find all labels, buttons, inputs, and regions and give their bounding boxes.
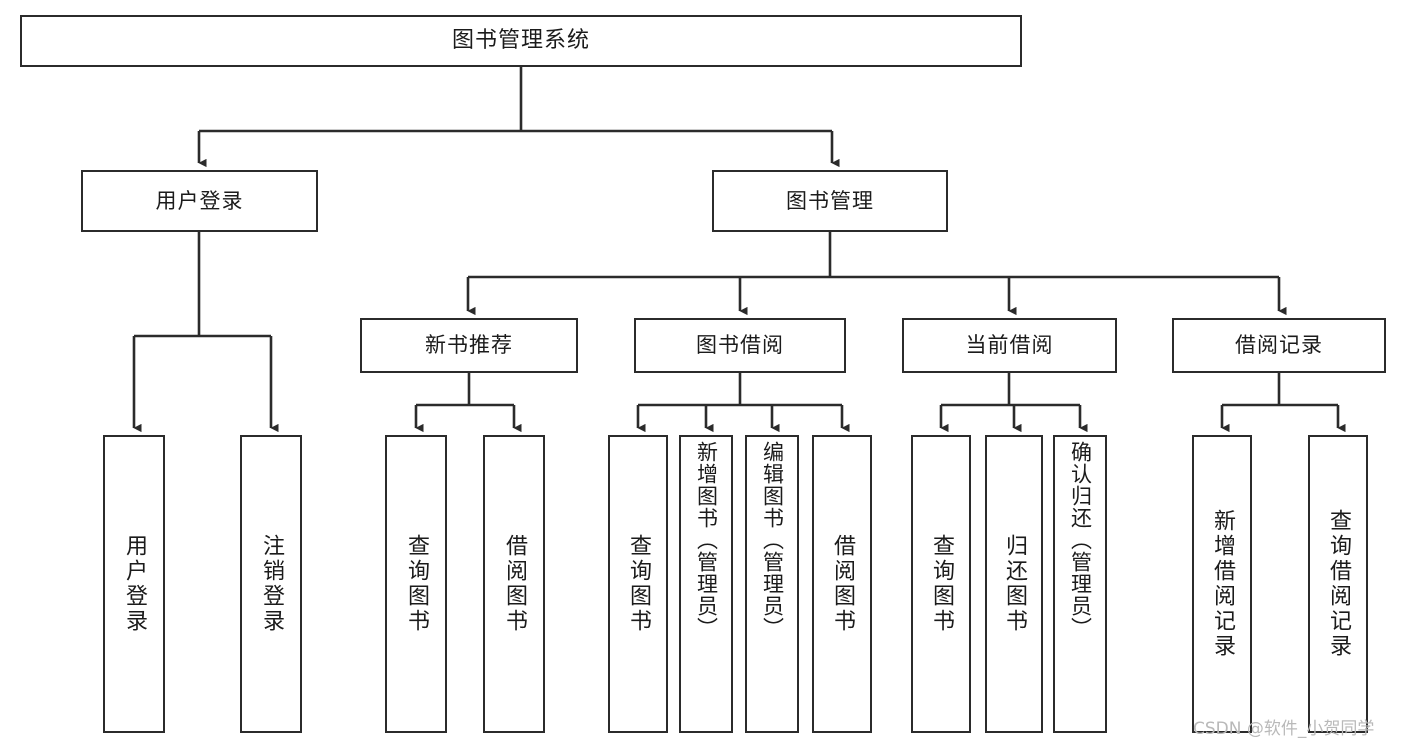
leaf-borrow-book-recommend[interactable]: 借阅图书 — [483, 435, 545, 733]
leaf-query-book-borrow[interactable]: 查询图书 — [608, 435, 668, 733]
node-current-borrow[interactable]: 当前借阅 — [902, 318, 1117, 373]
leaf-query-book-borrow-label: 查询图书 — [626, 534, 651, 634]
leaf-user-login[interactable]: 用户登录 — [103, 435, 165, 733]
leaf-query-book-current[interactable]: 查询图书 — [911, 435, 971, 733]
leaf-return-book[interactable]: 归还图书 — [985, 435, 1043, 733]
node-book-borrow-label: 图书借阅 — [696, 333, 784, 358]
leaf-confirm-return-admin[interactable]: 确认归还（管理员） — [1053, 435, 1107, 733]
leaf-borrow-book[interactable]: 借阅图书 — [812, 435, 872, 733]
node-borrow-records-label: 借阅记录 — [1235, 333, 1323, 358]
node-book-management-label: 图书管理 — [786, 188, 874, 213]
leaf-add-borrow-record[interactable]: 新增借阅记录 — [1192, 435, 1252, 733]
node-user-login-label: 用户登录 — [155, 188, 244, 213]
node-user-login[interactable]: 用户登录 — [81, 170, 318, 232]
leaf-add-book-admin[interactable]: 新增图书（管理员） — [679, 435, 733, 733]
leaf-borrow-book-recommend-label: 借阅图书 — [502, 534, 527, 634]
node-borrow-records[interactable]: 借阅记录 — [1172, 318, 1386, 373]
leaf-query-book-current-label: 查询图书 — [929, 534, 954, 634]
leaf-user-logout-label: 注销登录 — [259, 534, 284, 634]
leaf-query-borrow-record[interactable]: 查询借阅记录 — [1308, 435, 1368, 733]
leaf-return-book-label: 归还图书 — [1002, 534, 1027, 634]
node-current-borrow-label: 当前借阅 — [965, 333, 1054, 358]
node-book-management[interactable]: 图书管理 — [712, 170, 948, 232]
node-root[interactable]: 图书管理系统 — [20, 15, 1022, 67]
leaf-query-book-recommend[interactable]: 查询图书 — [385, 435, 447, 733]
leaf-user-logout[interactable]: 注销登录 — [240, 435, 302, 733]
node-new-book-recommend-label: 新书推荐 — [425, 333, 513, 358]
leaf-query-borrow-record-label: 查询借阅记录 — [1326, 509, 1351, 659]
csdn-watermark: CSDN @软件_小贺同学 — [1193, 719, 1375, 739]
node-root-label: 图书管理系统 — [451, 28, 590, 54]
leaf-borrow-book-label: 借阅图书 — [830, 534, 855, 634]
leaf-user-login-label: 用户登录 — [122, 534, 147, 634]
leaf-confirm-return-admin-label: 确认归还（管理员） — [1068, 441, 1093, 639]
leaf-edit-book-admin[interactable]: 编辑图书（管理员） — [745, 435, 799, 733]
node-book-borrow[interactable]: 图书借阅 — [634, 318, 846, 373]
node-new-book-recommend[interactable]: 新书推荐 — [360, 318, 578, 373]
leaf-query-book-recommend-label: 查询图书 — [404, 534, 429, 634]
leaf-add-book-admin-label: 新增图书（管理员） — [694, 441, 719, 639]
leaf-edit-book-admin-label: 编辑图书（管理员） — [760, 441, 785, 639]
leaf-add-borrow-record-label: 新增借阅记录 — [1210, 509, 1235, 659]
